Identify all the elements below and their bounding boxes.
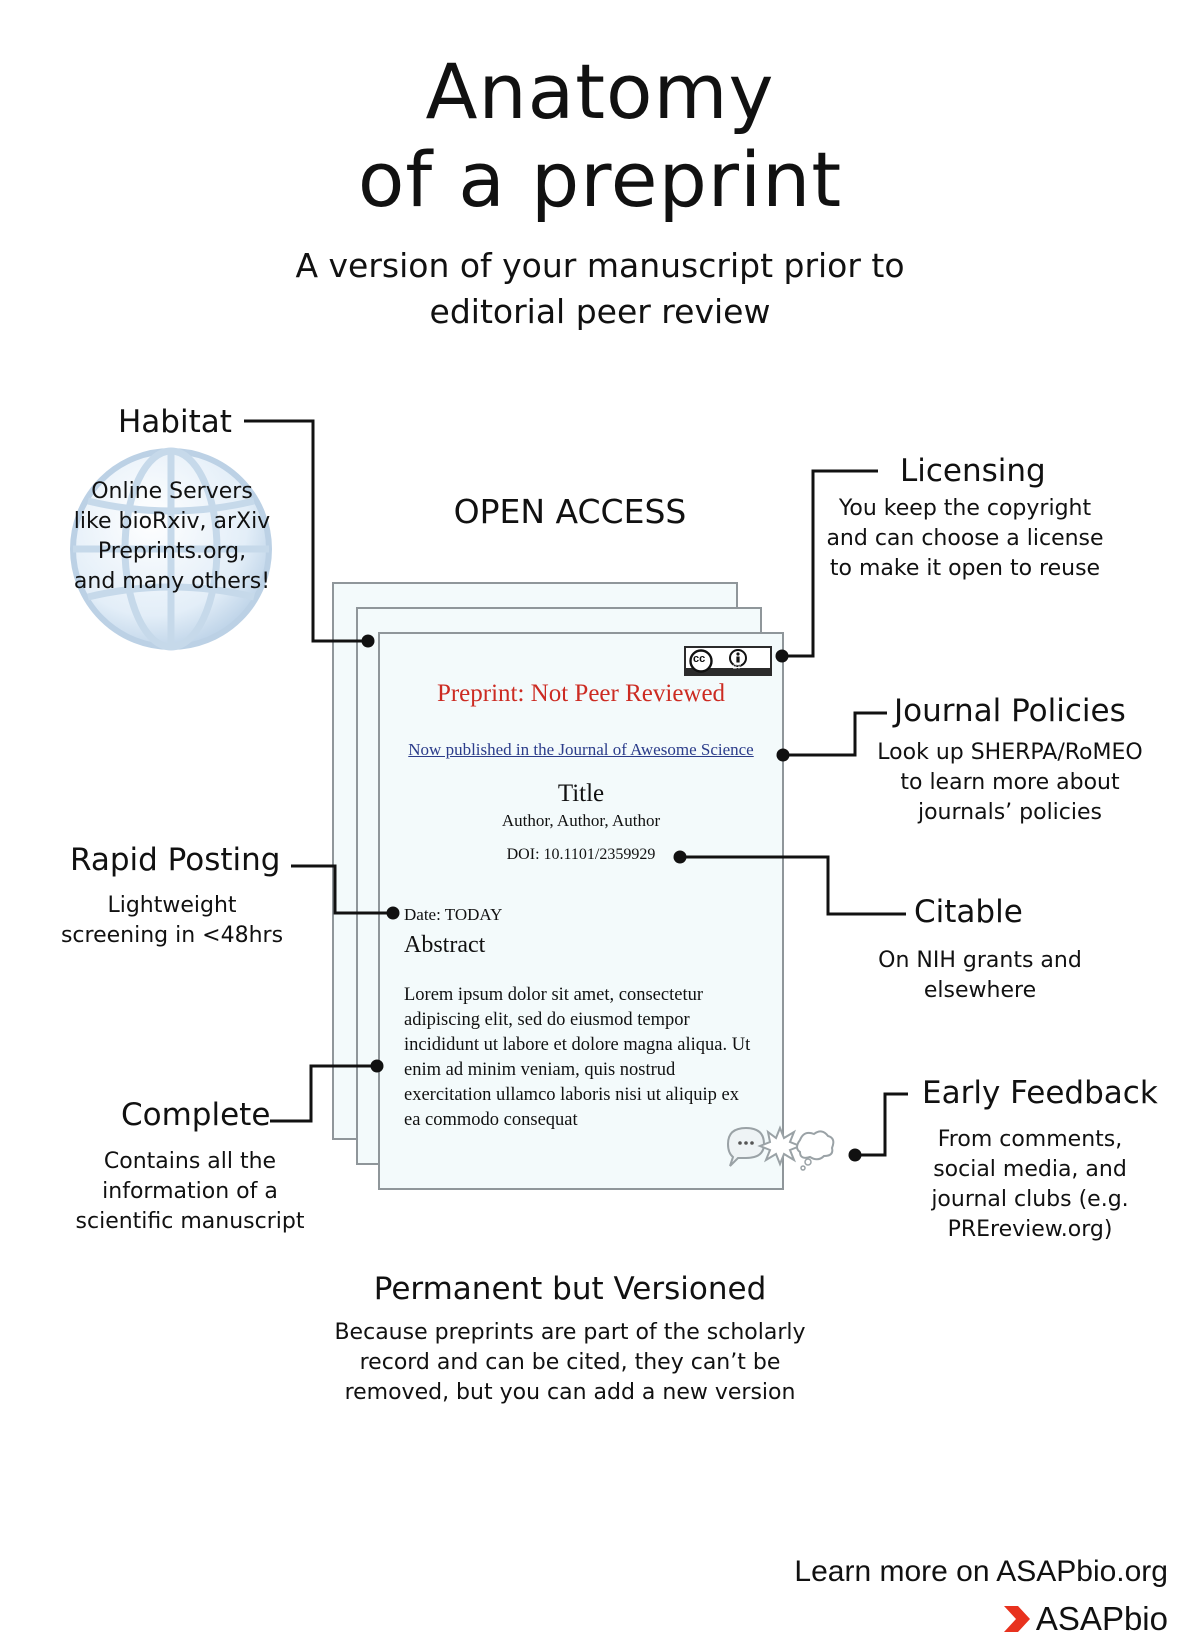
licensing-line: to make it open to reuse [829,556,1101,581]
journal-policies-body: Look up SHERPA/RoMEO to learn more about… [860,738,1160,828]
rapid-posting-dot [386,906,400,920]
asapbio-logo: ASAPbio [1002,1600,1168,1638]
licensing-heading: Licensing [900,453,1046,489]
early-feedback-heading: Early Feedback [922,1075,1158,1111]
subtitle-line-2: editorial peer review [429,292,771,331]
paper-date: Date: TODAY [404,905,503,924]
paper-authors: Author, Author, Author [501,811,661,830]
licensing-line: and can choose a license [826,526,1104,551]
citable-body: On NIH grants and elsewhere [830,946,1130,1006]
complete-heading: Complete [121,1097,271,1133]
preprint-sheet-front [378,632,784,1190]
licensing-dot [775,649,789,663]
paper-doi: DOI: 10.1101/2359929 [506,846,656,863]
permanent-line: removed, but you can add a new version [344,1380,796,1405]
rapid-posting-connector [291,864,393,915]
journal-policies-dot [776,748,790,762]
permanent-body: Because preprints are part of the schola… [270,1318,870,1408]
complete-line: information of a [102,1179,278,1204]
attribution-icon [729,649,747,667]
asapbio-arrow-icon [1003,1606,1030,1632]
habitat-line: Preprints.org, [97,539,247,564]
cc-license-badge: cc BY [684,646,772,676]
journal-policies-line: to learn more about [900,770,1120,795]
by-label: BY [733,665,742,671]
abstract-text: Lorem ipsum dolor sit amet, consectetur … [404,985,751,1130]
permanent-heading: Permanent but Versioned [373,1271,767,1307]
habitat-line: like bioRxiv, arXiv [73,509,271,534]
early-feedback-dot [848,1148,862,1162]
citable-line: elsewhere [923,978,1037,1003]
early-feedback-line: PREreview.org) [947,1217,1113,1242]
early-feedback-line: From comments, [937,1127,1123,1152]
early-feedback-body: From comments, social media, and journal… [880,1125,1180,1245]
speech-bubbles-icon [726,1125,835,1171]
citable-heading: Citable [914,894,1023,930]
page-subtitle: A version of your manuscript prior to ed… [0,243,1200,335]
journal-policies-line: journals’ policies [917,800,1102,825]
citable-connector [680,855,906,916]
journal-policies-connector [783,711,887,757]
permanent-line: record and can be cited, they can’t be [359,1350,781,1375]
licensing-body: You keep the copyright and can choose a … [810,494,1120,584]
rapid-posting-line: screening in <48hrs [60,923,284,948]
habitat-dot [361,634,375,648]
journal-policies-heading: Journal Policies [894,693,1126,729]
early-feedback-line: social media, and [933,1157,1127,1182]
preprint-status: Preprint: Not Peer Reviewed [436,680,726,707]
early-feedback-connector [855,1092,908,1157]
rapid-posting-heading: Rapid Posting [70,842,281,878]
complete-dot [370,1059,384,1073]
citable-dot [673,850,687,864]
open-access-label: OPEN ACCESS [453,492,687,531]
journal-policies-line: Look up SHERPA/RoMEO [877,740,1143,765]
published-link[interactable]: Now published in the Journal of Awesome … [408,740,754,759]
complete-connector [270,1064,377,1123]
rapid-posting-line: Lightweight [107,893,237,918]
cc-icon-text: cc [693,653,706,665]
title-line-2: of a preprint [357,135,843,224]
habitat-connector [244,419,368,643]
habitat-heading: Habitat [118,404,232,440]
complete-line: scientific manuscript [75,1209,305,1234]
paper-title: Title [557,780,605,807]
citable-line: On NIH grants and [878,948,1082,973]
licensing-line: You keep the copyright [838,496,1092,521]
cc-icon [689,649,713,673]
licensing-connector [782,469,878,658]
complete-body: Contains all the information of a scient… [60,1147,320,1237]
early-feedback-line: journal clubs (e.g. [931,1187,1129,1212]
permanent-line: Because preprints are part of the schola… [334,1320,806,1345]
habitat-line: and many others! [73,569,271,594]
habitat-body: Online Servers like bioRxiv, arXiv Prepr… [60,477,284,597]
subtitle-line-1: A version of your manuscript prior to [295,246,905,285]
page-title: Anatomy of a preprint [0,48,1200,224]
footer-learn-more[interactable]: Learn more on ASAPbio.org [794,1555,1168,1588]
complete-line: Contains all the [103,1149,277,1174]
abstract-heading: Abstract [404,932,486,958]
rapid-posting-body: Lightweight screening in <48hrs [50,891,294,951]
title-line-1: Anatomy [425,47,775,136]
globe-icon [70,447,272,651]
asapbio-logo-text: ASAPbio [1035,1600,1168,1637]
habitat-line: Online Servers [91,479,253,504]
